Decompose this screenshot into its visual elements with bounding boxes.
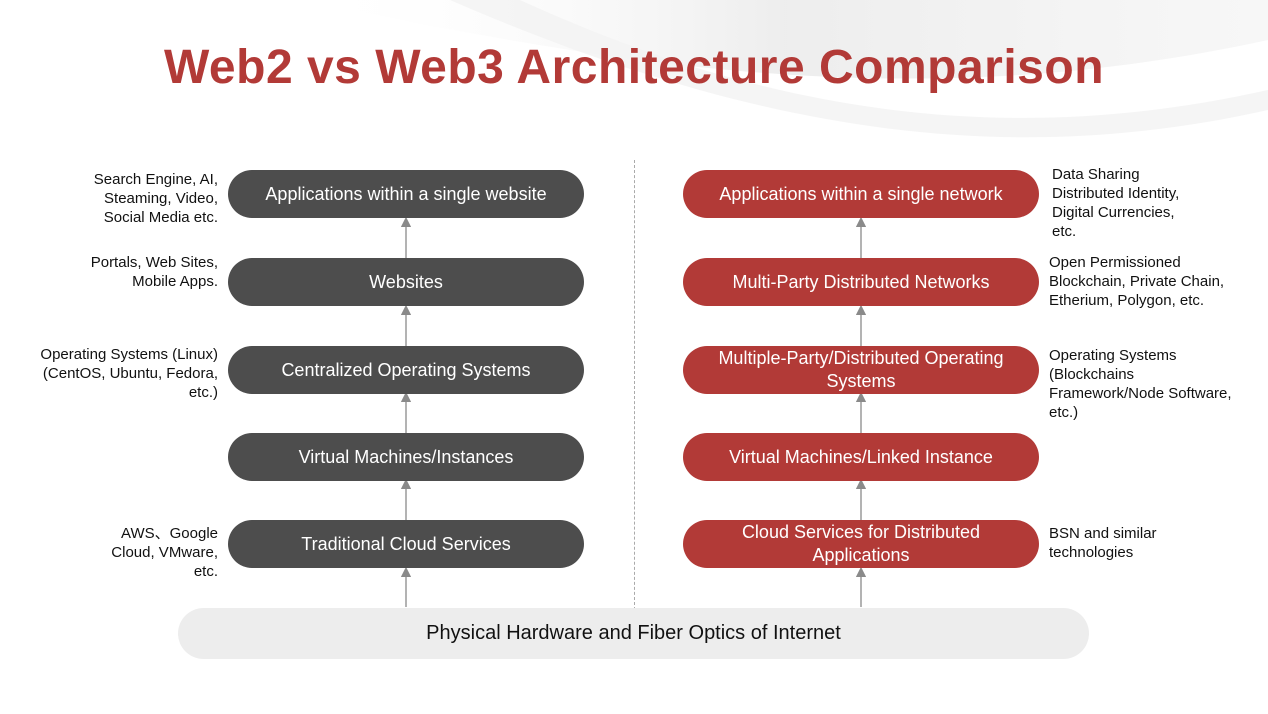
note-line: Operating Systems (Linux) — [40, 346, 218, 363]
note-line: etc. — [193, 563, 218, 580]
note-line: Data Sharing — [1052, 166, 1140, 183]
web2-note-websites: Portals, Web Sites, Mobile Apps. — [91, 253, 218, 291]
note-line: Distributed Identity, — [1052, 185, 1180, 202]
note-line: etc.) — [1049, 404, 1079, 421]
web2-layer-websites: Websites — [228, 258, 584, 306]
page-title: Web2 vs Web3 Architecture Comparison — [163, 41, 1105, 94]
web3-layer-operating-systems: Multiple-Party/Distributed Operating Sys… — [683, 346, 1039, 394]
web3-note-cloud-services: BSN and similar technologies — [1049, 524, 1157, 562]
note-line: etc.) — [188, 384, 218, 401]
web2-note-applications: Search Engine, AI, Steaming, Video, Soci… — [94, 170, 218, 227]
column-divider — [634, 160, 635, 610]
web2-layer-applications: Applications within a single website — [228, 170, 584, 218]
base-layer-hardware: Physical Hardware and Fiber Optics of In… — [178, 608, 1089, 659]
note-line: Operating Systems — [1049, 347, 1177, 364]
note-line: Open Permissioned — [1049, 254, 1181, 271]
web3-note-applications: Data Sharing Distributed Identity, Digit… — [1052, 165, 1179, 241]
note-line: Digital Currencies, — [1052, 204, 1175, 221]
web3-note-networks: Open Permissioned Blockchain, Private Ch… — [1049, 253, 1224, 310]
note-line: AWS、Google — [121, 525, 218, 542]
note-line: etc. — [1052, 223, 1077, 240]
note-line: (CentOS, Ubuntu, Fedora, — [42, 365, 218, 382]
web2-note-operating-systems: Operating Systems (Linux) (CentOS, Ubunt… — [40, 345, 218, 402]
note-line: BSN and similar — [1049, 525, 1157, 542]
note-line: Etherium, Polygon, etc. — [1049, 292, 1205, 309]
note-line: (Blockchains — [1049, 366, 1135, 383]
web3-layer-cloud-services: Cloud Services for Distributed Applicati… — [683, 520, 1039, 568]
web3-layer-virtual-machines: Virtual Machines/Linked Instance — [683, 433, 1039, 481]
web2-layer-operating-systems: Centralized Operating Systems — [228, 346, 584, 394]
web3-layer-applications: Applications within a single network — [683, 170, 1039, 218]
note-line: Portals, Web Sites, — [90, 254, 218, 271]
note-line: Cloud, VMware, — [111, 544, 218, 561]
note-line: Search Engine, AI, — [93, 171, 218, 188]
note-line: Steaming, Video, — [104, 190, 218, 207]
web2-layer-cloud-services: Traditional Cloud Services — [228, 520, 584, 568]
note-line: Blockchain, Private Chain, — [1049, 273, 1225, 290]
note-line: Framework/Node Software, — [1049, 385, 1232, 402]
note-line: Social Media etc. — [103, 209, 218, 226]
web3-layer-networks: Multi-Party Distributed Networks — [683, 258, 1039, 306]
web2-note-cloud-services: AWS、Google Cloud, VMware, etc. — [111, 524, 218, 581]
web3-note-operating-systems: Operating Systems (Blockchains Framework… — [1049, 346, 1232, 422]
note-line: technologies — [1049, 544, 1134, 561]
note-line: Mobile Apps. — [132, 273, 218, 290]
web2-layer-virtual-machines: Virtual Machines/Instances — [228, 433, 584, 481]
